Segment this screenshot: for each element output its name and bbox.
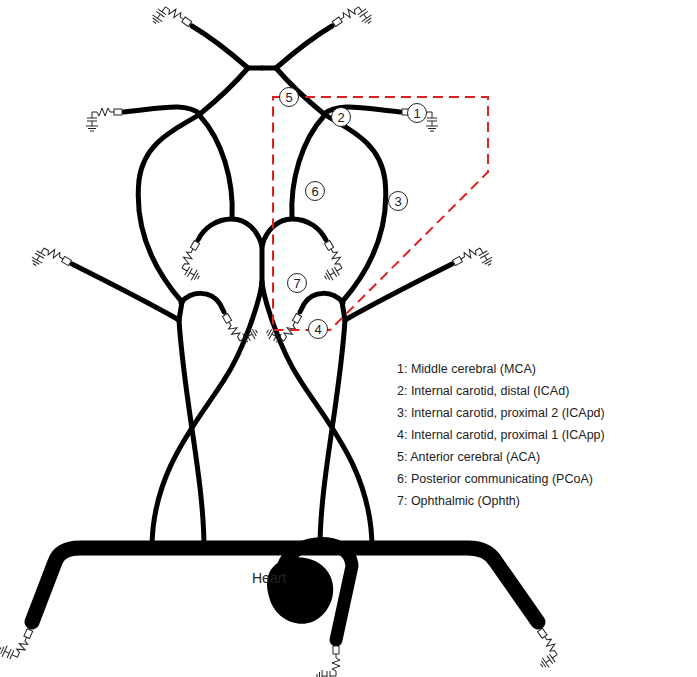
- legend-entry: 6: Posterior communicating (PCoA): [397, 472, 593, 487]
- callout-number: 3: [394, 195, 401, 208]
- callout-circle: 5: [279, 87, 299, 107]
- legend-entry: 7: Ophthalmic (Ophth): [397, 494, 520, 509]
- callout-circle: 4: [308, 319, 328, 339]
- legend-entry: 1: Middle cerebral (MCA): [397, 362, 536, 377]
- callout-number: 6: [311, 185, 318, 198]
- callout-circle: 1: [407, 103, 427, 123]
- legend-entry: 2: Internal carotid, distal (ICAd): [397, 384, 569, 399]
- callout-circle: 2: [331, 107, 351, 127]
- heart: [267, 557, 333, 624]
- terminal-symbols-aorta: [0, 622, 564, 677]
- callout-number: 1: [413, 107, 420, 120]
- vessel-half-mirror: [29, 0, 262, 548]
- callout-number: 2: [337, 111, 344, 124]
- vessel-half: [262, 0, 495, 548]
- legend-entry: 5: Anterior cerebral (ACA): [397, 450, 540, 465]
- callout-circle: 6: [305, 181, 325, 201]
- legend-entry: 3: Internal carotid, proximal 2 (ICApd): [397, 406, 605, 421]
- callout-number: 5: [285, 91, 292, 104]
- highlight-region: [273, 97, 488, 330]
- heart-label: Heart: [252, 570, 286, 587]
- callout-circle: 7: [287, 273, 307, 293]
- callout-circle: 3: [388, 191, 408, 211]
- legend-entry: 4: Internal carotid, proximal 1 (ICApp): [397, 428, 605, 443]
- callout-number: 4: [314, 323, 321, 336]
- basilar-artery: [260, 244, 265, 282]
- aorta: [32, 544, 538, 640]
- callout-number: 7: [293, 277, 300, 290]
